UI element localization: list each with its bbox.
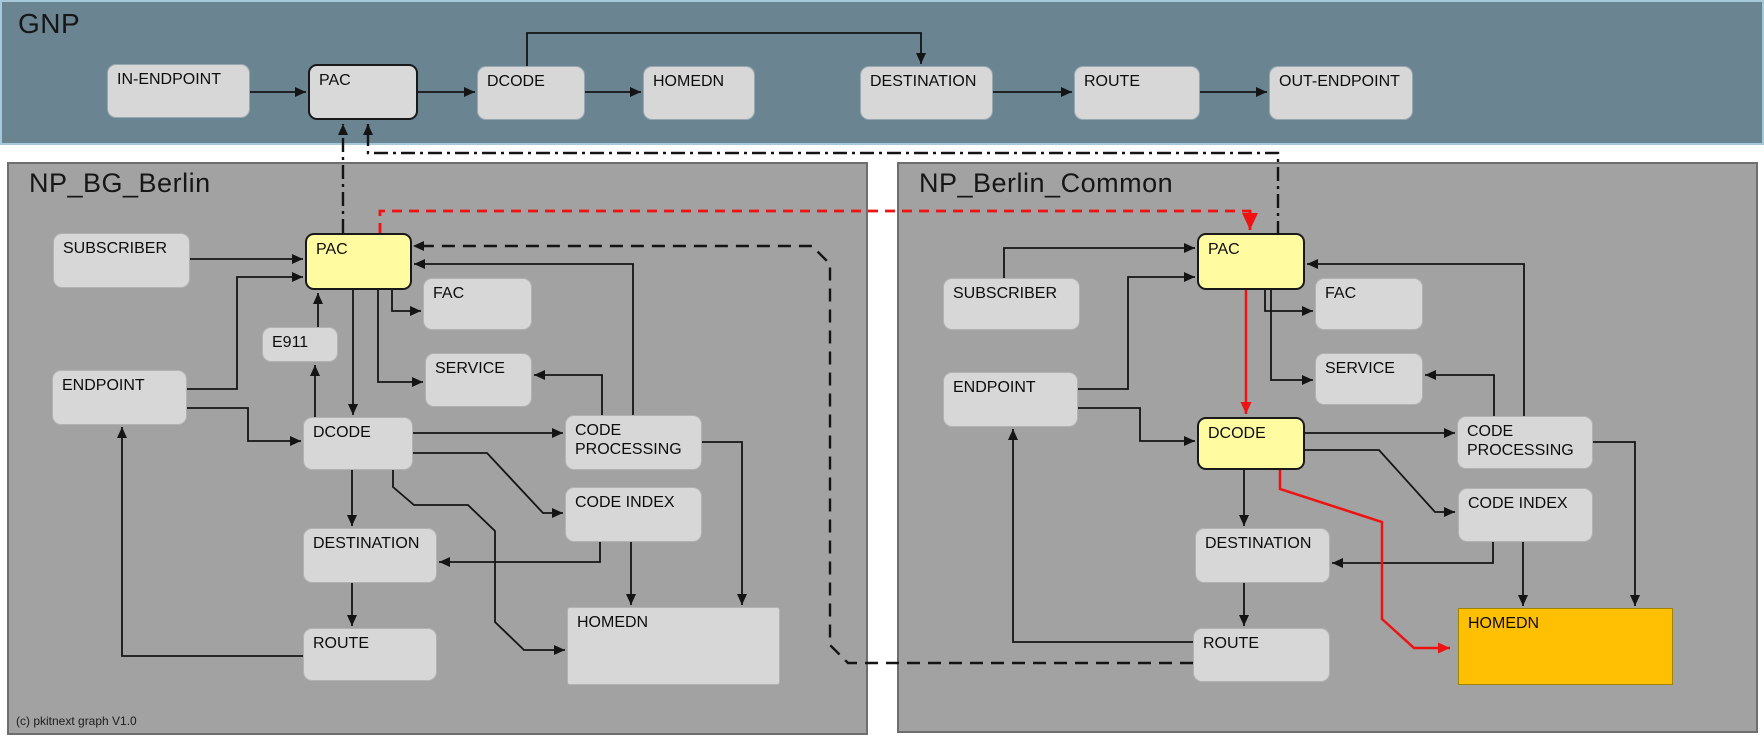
- panel-title-np-berlin-common: NP_Berlin_Common: [919, 168, 1174, 198]
- node-cm-service[interactable]: SERVICE: [1315, 353, 1423, 405]
- node-gnp-destination[interactable]: DESTINATION: [860, 66, 993, 120]
- node-cm-subscriber[interactable]: SUBSCRIBER: [943, 278, 1080, 330]
- node-gnp-pac[interactable]: PAC: [308, 64, 418, 120]
- panel-title-gnp: GNP: [18, 8, 81, 39]
- node-cm-destination[interactable]: DESTINATION: [1195, 528, 1330, 583]
- node-cm-endpoint[interactable]: ENDPOINT: [943, 372, 1078, 427]
- node-cm-route[interactable]: ROUTE: [1193, 628, 1330, 682]
- node-gnp-out_endpoint[interactable]: OUT-ENDPOINT: [1269, 66, 1413, 120]
- node-bg-dcode[interactable]: DCODE: [303, 417, 413, 470]
- copyright-note: (c) pkitnext graph V1.0: [16, 714, 137, 728]
- node-gnp-homedn[interactable]: HOMEDN: [643, 66, 755, 120]
- node-cm-fac[interactable]: FAC: [1315, 278, 1423, 330]
- node-bg-fac[interactable]: FAC: [423, 278, 532, 330]
- panel-title-np-bg-berlin: NP_BG_Berlin: [29, 168, 211, 198]
- node-bg-pac[interactable]: PAC: [305, 233, 412, 290]
- node-bg-code_index[interactable]: CODE INDEX: [565, 487, 702, 542]
- node-cm-homedn[interactable]: HOMEDN: [1458, 608, 1673, 685]
- node-gnp-in_endpoint[interactable]: IN-ENDPOINT: [107, 64, 250, 118]
- node-cm-code_index[interactable]: CODE INDEX: [1458, 488, 1593, 542]
- node-cm-pac[interactable]: PAC: [1197, 233, 1305, 290]
- node-bg-e911[interactable]: E911: [262, 327, 338, 362]
- node-bg-code_processing[interactable]: CODE PROCESSING: [565, 415, 702, 470]
- node-cm-code_processing[interactable]: CODE PROCESSING: [1457, 416, 1593, 469]
- node-gnp-route[interactable]: ROUTE: [1074, 66, 1200, 120]
- node-cm-dcode[interactable]: DCODE: [1197, 417, 1305, 470]
- node-bg-destination[interactable]: DESTINATION: [303, 528, 437, 583]
- node-bg-homedn[interactable]: HOMEDN: [567, 607, 780, 685]
- node-bg-subscriber[interactable]: SUBSCRIBER: [53, 233, 190, 288]
- node-gnp-dcode[interactable]: DCODE: [477, 66, 585, 120]
- node-bg-route[interactable]: ROUTE: [303, 628, 437, 681]
- node-bg-service[interactable]: SERVICE: [425, 353, 532, 407]
- node-bg-endpoint[interactable]: ENDPOINT: [52, 370, 187, 425]
